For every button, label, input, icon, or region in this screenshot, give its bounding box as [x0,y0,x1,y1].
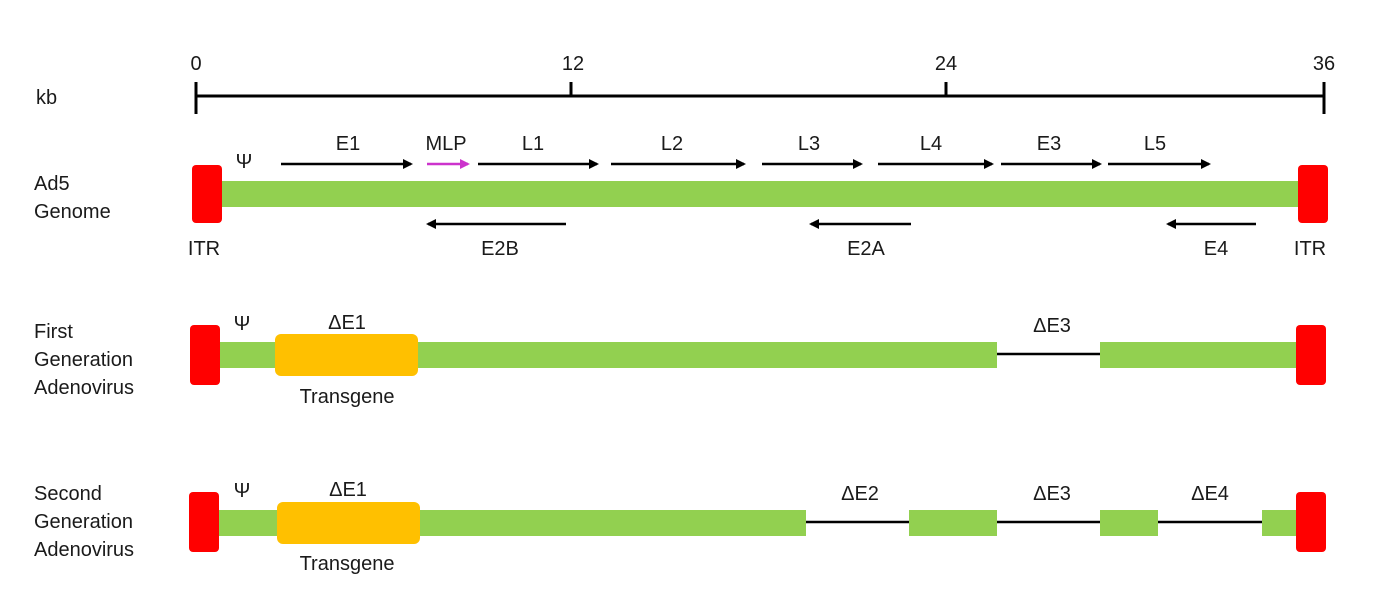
second-gen-psi-label: Ψ [234,480,251,502]
l1-label: L1 [522,133,544,155]
second-gen-label-line2: Generation [34,511,133,533]
first-gen-label-line1: First [34,321,73,343]
first-gen-psi-label: Ψ [234,313,251,335]
l5-label: L5 [1144,133,1166,155]
kb-scale: kb 0 12 24 36 [36,53,1335,114]
l3-label: L3 [798,133,820,155]
e2a-label: E2A [847,238,885,260]
e2b-label: E2B [481,238,519,260]
second-generation-row: Second Generation Adenovirus Ψ ΔE1 Trans… [34,479,1326,575]
e4-label: E4 [1204,238,1228,260]
ad5-itr-left-box [192,165,222,223]
first-generation-row: First Generation Adenovirus Ψ ΔE1 Transg… [34,312,1326,408]
ad5-genome-row: Ad5 Genome Ψ ITR ITR E1 MLP L1 L2 L3 L4 … [34,133,1328,260]
second-gen-transgene-box [277,502,420,544]
second-gen-delta-e3-label: ΔE3 [1033,483,1071,505]
second-gen-transgene-label: Transgene [300,553,395,575]
first-gen-transgene-box [275,334,418,376]
second-gen-genome-bar-2 [909,510,997,536]
second-gen-itr-right-box [1296,492,1326,552]
ad5-psi-label: Ψ [236,151,253,173]
first-gen-label-line3: Adenovirus [34,377,134,399]
second-gen-delta-e2-label: ΔE2 [841,483,879,505]
scale-tick-label-0: 0 [190,53,201,75]
first-gen-delta-e3-label: ΔE3 [1033,315,1071,337]
ad5-row-label-line2: Genome [34,201,111,223]
l4-label: L4 [920,133,942,155]
ad5-genome-bar [215,181,1305,207]
scale-tick-label-36: 36 [1313,53,1335,75]
first-gen-delta-e1-label: ΔE1 [328,312,366,334]
e3-label: E3 [1037,133,1061,155]
first-gen-transgene-label: Transgene [300,386,395,408]
scale-tick-label-12: 12 [562,53,584,75]
second-gen-delta-e1-label: ΔE1 [329,479,367,501]
mlp-label: MLP [425,133,466,155]
ad5-row-label-line1: Ad5 [34,173,70,195]
scale-unit-label: kb [36,87,57,109]
first-gen-label-line2: Generation [34,349,133,371]
first-gen-itr-right-box [1296,325,1326,385]
ad5-itr-right-label: ITR [1294,238,1326,260]
e1-label: E1 [336,133,360,155]
first-gen-itr-left-box [190,325,220,385]
ad5-itr-left-label: ITR [188,238,220,260]
scale-tick-label-24: 24 [935,53,957,75]
first-gen-genome-bar-right [1100,342,1305,368]
l2-label: L2 [661,133,683,155]
second-gen-delta-e4-label: ΔE4 [1191,483,1229,505]
second-gen-label-line1: Second [34,483,102,505]
ad5-itr-right-box [1298,165,1328,223]
second-gen-itr-left-box [189,492,219,552]
second-gen-label-line3: Adenovirus [34,539,134,561]
second-gen-genome-bar-3 [1100,510,1158,536]
